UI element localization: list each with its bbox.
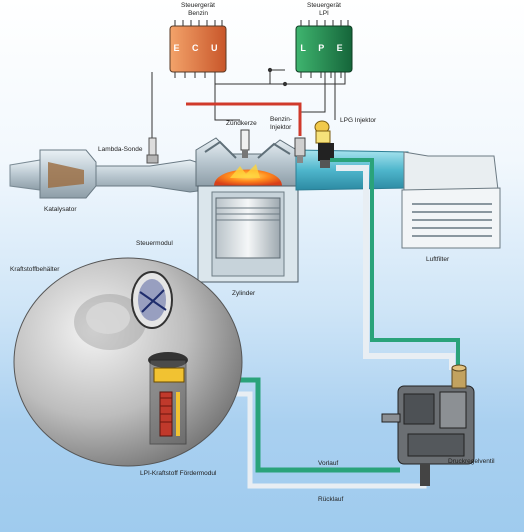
- ecu-lpg-title-2: LPI: [319, 10, 329, 17]
- ecu-petrol-title-1: Steuergerät: [181, 2, 215, 9]
- ecu-petrol-title-2: Benzin: [188, 10, 208, 17]
- engine-head: [195, 137, 301, 187]
- ecu-lpg-label: Steuergerät LPI: [296, 2, 352, 18]
- petrol-injector-label-1: Benzin-: [270, 116, 293, 123]
- fuel-tank: [13, 257, 243, 467]
- ecu-lpg-title-1: Steuergerät: [307, 2, 341, 9]
- pressure-regulator: [381, 364, 475, 486]
- lpg-injector: [314, 120, 334, 168]
- tank-control-module: [131, 271, 173, 329]
- hot-pipe: [186, 102, 302, 136]
- lambda-sensor-label: Lambda-Sonde: [98, 146, 143, 153]
- lpg-injector-label: LPG Injektor: [340, 117, 377, 124]
- combustion-chamber: [214, 164, 282, 186]
- fuel-pump-module: [148, 352, 188, 445]
- pressure-regulator-label: Druckregelventil: [448, 458, 495, 465]
- exhaust-system: [9, 149, 206, 199]
- ecu-lpg-chip: L P E: [300, 43, 348, 53]
- supply-line-label: Vorlauf: [318, 460, 339, 467]
- lambda-sensor: [146, 137, 159, 164]
- ecu-petrol-box: [169, 20, 227, 78]
- cylinder-label: Zylinder: [232, 290, 256, 297]
- ecu-petrol-label: Steuergerät Benzin: [170, 2, 226, 18]
- cylinder-block: [197, 185, 299, 283]
- spark-plug-label: Zündkerze: [226, 120, 257, 127]
- spark-plug: [240, 129, 250, 158]
- ecu-petrol-chip: E C U: [173, 43, 223, 53]
- ecu-lpg-box: [295, 20, 353, 78]
- air-filter-label: Luftfilter: [426, 256, 450, 263]
- catalyst-label: Katalysator: [44, 206, 77, 213]
- air-filter: [401, 151, 501, 249]
- petrol-injector-label: Benzin- Injektor: [270, 116, 292, 132]
- petrol-injector: [294, 137, 306, 163]
- tank-label: Kraftstoffbehälter: [10, 266, 60, 273]
- petrol-injector-label-2: Injektor: [270, 124, 292, 131]
- pump-module-label: LPI-Kraftstoff Fördermodul: [140, 470, 217, 477]
- control-module-label: Steuermodul: [136, 240, 173, 247]
- return-line-label: Rücklauf: [318, 496, 344, 503]
